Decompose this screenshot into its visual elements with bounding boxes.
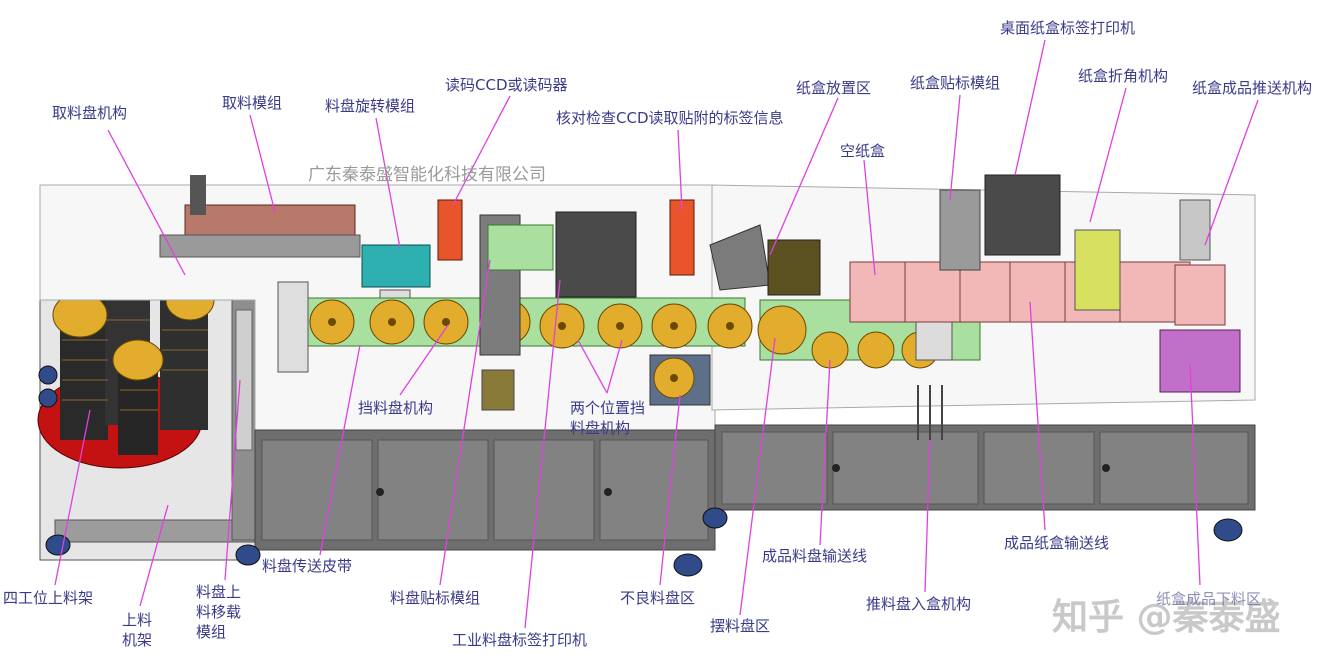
label-tray-rotate-module: 料盘旋转模组	[325, 97, 416, 115]
label-tray-labeling-module: 料盘贴标模组	[390, 589, 481, 607]
leader-lines	[54, 39, 1259, 629]
label-carton-placement: 纸盒放置区	[796, 79, 872, 97]
label-finished-reel-line: 成品料盘输送线	[762, 547, 868, 565]
label-industrial-printer: 工业料盘标签打印机	[452, 631, 588, 649]
label-empty-carton: 空纸盒	[840, 142, 886, 160]
label-carton-push: 纸盒成品推送机构	[1192, 79, 1313, 97]
pick-module	[159, 175, 361, 258]
label-gantry	[479, 211, 637, 411]
label-barcode-ccd: 读码CCD或读码器	[445, 76, 568, 94]
label-tray-belt: 料盘传送皮带	[262, 557, 353, 575]
label-finished-carton-line: 成品纸盒输送线	[1004, 534, 1110, 552]
label-carton-label-module: 纸盒贴标模组	[910, 74, 1001, 92]
label-desktop-printer: 桌面纸盒标签打印机	[1000, 19, 1136, 37]
label-pick-module: 取料模组	[222, 94, 283, 112]
label-tray-stop: 挡料盘机构	[358, 399, 434, 417]
label-loading-frame: 上料 机架	[122, 611, 153, 649]
label-push-into-carton: 推料盘入盒机构	[866, 595, 972, 613]
carton-line	[849, 174, 1241, 393]
label-tray-arrange-area: 摆料盘区	[710, 617, 771, 635]
label-four-station-rack: 四工位上料架	[3, 589, 94, 607]
zhihu-watermark: 知乎 @秦泰盛	[1052, 597, 1281, 638]
carton-placement	[709, 224, 821, 296]
label-carton-fold: 纸盒折角机构	[1078, 67, 1169, 85]
label-pick-tray-mechanism: 取料盘机构	[52, 104, 128, 122]
machine-feet	[38, 365, 1243, 577]
label-reject-area: 不良料盘区	[620, 589, 696, 607]
company-watermark: 广东秦泰盛智能化科技有限公司	[308, 165, 546, 185]
label-verify-ccd: 核对检查CCD读取贴附的标签信息	[556, 109, 784, 127]
label-tray-transfer-module: 料盘上 料移载 模组	[196, 583, 242, 641]
label-two-position-stop: 两个位置挡 料盘机构	[570, 399, 646, 437]
label-carton-unload: 纸盒成品下料区	[1156, 590, 1262, 608]
